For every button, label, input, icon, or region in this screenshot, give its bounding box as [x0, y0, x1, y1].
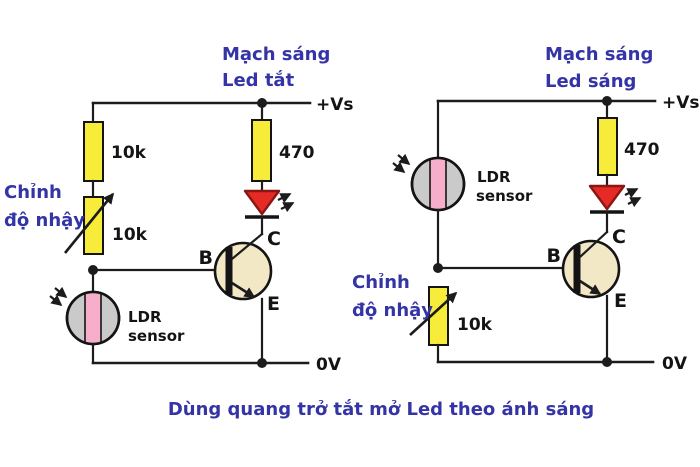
right-ldr-sensor-icon — [392, 153, 466, 212]
left-supply-label: +Vs — [316, 95, 354, 115]
right-led-icon — [588, 184, 642, 214]
left-resistor-10k — [83, 121, 104, 182]
right-ground-label: 0V — [662, 354, 688, 374]
right-circuit-title-line2: Led sáng — [545, 71, 636, 92]
right-potentiometer-arrow-icon — [409, 291, 458, 336]
right-adjust-label-line1: Chỉnh — [352, 272, 410, 293]
right-adjust-label-line2: độ nhậy — [352, 300, 433, 321]
right-potentiometer-label: 10k — [457, 315, 493, 335]
left-resistor-470-label: 470 — [279, 143, 315, 163]
right-ldr-label-line1: LDR — [477, 168, 511, 186]
left-ldr-label-line2: sensor — [128, 327, 185, 345]
right-collector-pin-label: C — [612, 226, 626, 248]
left-resistor-10k-label: 10k — [111, 143, 147, 163]
right-circuit-title-line1: Mạch sáng — [545, 44, 653, 65]
diagram-caption: Dùng quang trở tắt mở Led theo ánh sáng — [168, 399, 594, 420]
right-emitter-pin-label: E — [614, 290, 627, 312]
right-circuit: Mạch sáng Led sáng +Vs LDR sensor 10k Ch… — [352, 44, 700, 374]
left-adjust-label-line1: Chỉnh — [4, 182, 62, 203]
left-ldr-label-line1: LDR — [128, 308, 162, 326]
left-potentiometer-arrow-icon — [63, 192, 115, 254]
left-circuit-title-line2: Led tắt — [222, 70, 295, 91]
right-base-pin-label: B — [547, 245, 561, 267]
left-adjust-label-line2: độ nhậy — [4, 210, 85, 231]
left-resistor-470 — [251, 119, 272, 182]
left-ground-label: 0V — [316, 355, 342, 375]
left-base-pin-label: B — [199, 247, 213, 269]
left-circuit: Mạch sáng Led tắt +Vs 10k 10k Chỉnh độ n… — [4, 44, 354, 375]
left-potentiometer-label: 10k — [112, 225, 148, 245]
left-collector-pin-label: C — [267, 228, 281, 250]
left-emitter-pin-label: E — [267, 293, 280, 315]
right-resistor-470 — [597, 117, 618, 176]
left-led-icon — [243, 189, 295, 219]
right-transistor-icon — [561, 230, 621, 299]
left-transistor-icon — [213, 232, 273, 301]
right-ldr-label-line2: sensor — [476, 187, 533, 205]
right-supply-label: +Vs — [662, 93, 700, 113]
left-circuit-title-line1: Mạch sáng — [222, 44, 330, 65]
right-resistor-470-label: 470 — [624, 140, 660, 160]
left-ldr-sensor-icon — [49, 286, 121, 346]
